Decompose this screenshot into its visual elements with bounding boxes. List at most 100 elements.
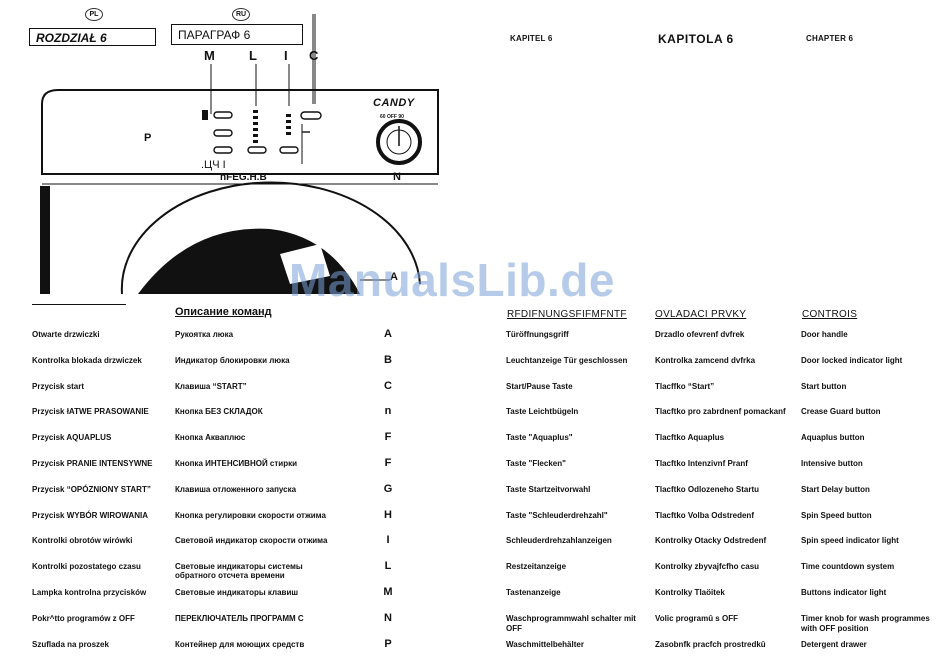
brand-logo: CANDY (373, 97, 415, 109)
row-ru-cell: Кнопка БЕЗ СКЛАДОК (175, 407, 263, 416)
row-cz-cell: Kontrolka zamcend dvfrka (655, 356, 756, 365)
row-de-cell: Start/Pause Taste (506, 382, 573, 391)
row-letter-cell: G (383, 483, 393, 495)
row-ru-cell: Световой индикатор скорости отжима (175, 536, 328, 545)
ru-column-heading: Описание команд (175, 306, 272, 318)
pl-heading-rule (32, 304, 126, 305)
pl-chapter-box: ROZDZIAŁ 6 (29, 28, 156, 46)
pl-language-tag: PL (85, 8, 103, 21)
row-en-cell: Timer knob for wash programmes with OFF … (801, 614, 930, 633)
row-ru-cell: Индикатор блокировки люка (175, 356, 290, 365)
en-column-heading: CONTROIS (802, 309, 858, 320)
row-ru-cell: Световые индикаторы системы обратного от… (175, 562, 303, 580)
row-pl-cell: Lampka kontrolna przycisków (32, 588, 147, 597)
row-letter-cell: n (384, 405, 392, 417)
cz-chapter-label: KAPITOLA 6 (658, 32, 734, 46)
row-en-cell: Start Delay button (801, 485, 870, 494)
diagram-letter-n: N (393, 171, 401, 183)
row-de-cell: Taste Leichtbügeln (506, 407, 579, 416)
row-de-cell: Leuchtanzeige Tür geschlossen (506, 356, 628, 365)
row-de-cell: Waschprogrammwahl schalter mit OFF (506, 614, 636, 633)
diagram-letter-i: I (284, 48, 288, 63)
row-ru-cell: Рукоятка люка (175, 330, 234, 339)
row-pl-cell: Kontrolki obrotów wirówki (32, 536, 133, 545)
row-letter-cell: F (384, 457, 392, 469)
row-letter-cell: I (386, 534, 390, 546)
de-column-heading: RFDIFNUNGSFIFMFNTF (507, 309, 627, 320)
row-cz-cell: Tlacftko Odlozeneho Startu (655, 485, 760, 494)
row-letter-cell: L (384, 560, 392, 572)
row-en-cell: Spin speed indicator light (801, 536, 899, 545)
row-ru-cell: Кнопка ИНТЕНСИВНОЙ стирки (175, 459, 298, 468)
row-ru-cell: Кнопка Аквaплюс (175, 433, 246, 442)
row-letter-cell: M (383, 586, 393, 598)
row-ru-cell: Контейнер для моющих средств (175, 640, 305, 649)
row-cz-cell: Tlacftko Intenzivnf Pranf (655, 459, 748, 468)
row-ru-cell: ПЕРЕКЛЮЧАТЕЛЬ ПРОГРАММ С (175, 614, 304, 623)
ru-chapter-box: ПАРАГРАФ 6 (171, 24, 303, 45)
row-pl-cell: Przycisk “OPÓZNIONY START” (32, 485, 151, 494)
row-pl-cell: Przycisk łATWE PRASOWANIE (32, 407, 149, 416)
row-cz-cell: Kontrolky zbyvajfcfho casu (655, 562, 760, 571)
row-de-cell: Taste "Aquaplus" (506, 433, 573, 442)
en-chapter-label: CHAPTER 6 (806, 34, 854, 43)
row-ru-cell: Световые индикаторы клавиш (175, 588, 299, 597)
row-de-cell: Taste Startzeitvorwahl (506, 485, 591, 494)
row-ru-cell: Клавиша “START” (175, 382, 247, 391)
diagram-letter-m: M (204, 48, 215, 63)
ru-language-tag: RU (232, 8, 250, 21)
row-ru-cell: Кнопка регулировки скорости отжима (175, 511, 326, 520)
diagram-letter-p: P (144, 132, 152, 144)
row-letter-cell: P (384, 638, 392, 650)
row-en-cell: Start button (801, 382, 847, 391)
washing-machine-diagram: CANDY 60 OFF 90 M L I C P N A .ЦЧ I nFEG… (30, 14, 450, 295)
row-letter-cell: C (384, 380, 392, 392)
row-en-cell: Door handle (801, 330, 848, 339)
row-de-cell: Restzeitanzeige (506, 562, 567, 571)
row-cz-cell: Volic programû s OFF (655, 614, 738, 623)
row-cz-cell: Tlacftko Aquaplus (655, 433, 725, 442)
row-cz-cell: Zasobnfk pracfch prostredkû (655, 640, 766, 649)
row-letter-cell: N (384, 612, 392, 624)
diagram-letter-c: C (309, 48, 319, 63)
row-pl-cell: Przycisk start (32, 382, 85, 391)
watermark: ManualsLib.de (289, 254, 615, 306)
row-de-cell: Schleuderdrehzahlanzeigen (506, 536, 612, 545)
row-ru-cell: Клавиша отложенного запуска (175, 485, 297, 494)
row-pl-cell: Kontrolka blokada drzwiczek (32, 356, 142, 365)
row-letter-cell: B (384, 354, 392, 366)
row-de-cell: Tastenanzeige (506, 588, 561, 597)
row-pl-cell: Przycisk AQUAPLUS (32, 433, 112, 442)
row-pl-cell: Szuflada na proszek (32, 640, 109, 649)
row-de-cell: Taste "Schleuderdrehzahl" (506, 511, 608, 520)
row-en-cell: Buttons indicator light (801, 588, 887, 597)
row-pl-cell: Przycisk PRANIE INTENSYWNE (32, 459, 153, 468)
row-en-cell: Spin Speed button (801, 511, 872, 520)
row-en-cell: Door locked indicator light (801, 356, 903, 365)
diagram-bottom-letters-upper: .ЦЧ I (201, 159, 226, 171)
row-en-cell: Intensive button (801, 459, 863, 468)
diagram-bottom-letters-lower: nFEG.H.B (220, 172, 267, 183)
row-pl-cell: Przycisk WYBÓR WIROWANIA (32, 511, 149, 520)
row-letter-cell: F (384, 431, 392, 443)
row-letter-cell: H (384, 509, 392, 521)
row-en-cell: Aquaplus button (801, 433, 865, 442)
row-en-cell: Time countdown system (801, 562, 895, 571)
row-en-cell: Detergent drawer (801, 640, 867, 649)
row-cz-cell: Tlacffko “Start” (655, 382, 715, 391)
row-cz-cell: Drzadlo ofevrenf dvfrek (655, 330, 745, 339)
knob-scale-marks: 60 OFF 90 (380, 114, 404, 120)
row-letter-cell: A (384, 328, 392, 340)
row-pl-cell: Kontrolki pozostatego czasu (32, 562, 141, 571)
row-cz-cell: Kontrolky Tlaöitek (655, 588, 725, 597)
row-cz-cell: Tlacftko pro zabrdnenf pomackanf (655, 407, 786, 416)
row-de-cell: Türöffnungsgriff (506, 330, 569, 339)
row-de-cell: Taste "Flecken" (506, 459, 566, 468)
row-pl-cell: Pokr^tto programów z OFF (32, 614, 135, 623)
row-pl-cell: Otwarte drzwiczki (32, 330, 100, 339)
cz-column-heading: OVLADACI PRVKY (655, 309, 747, 320)
washing-machine-illustration (40, 14, 439, 295)
row-de-cell: Waschmittelbehälter (506, 640, 584, 649)
de-chapter-label: KAPITEL 6 (510, 34, 553, 43)
row-en-cell: Crease Guard button (801, 407, 881, 416)
